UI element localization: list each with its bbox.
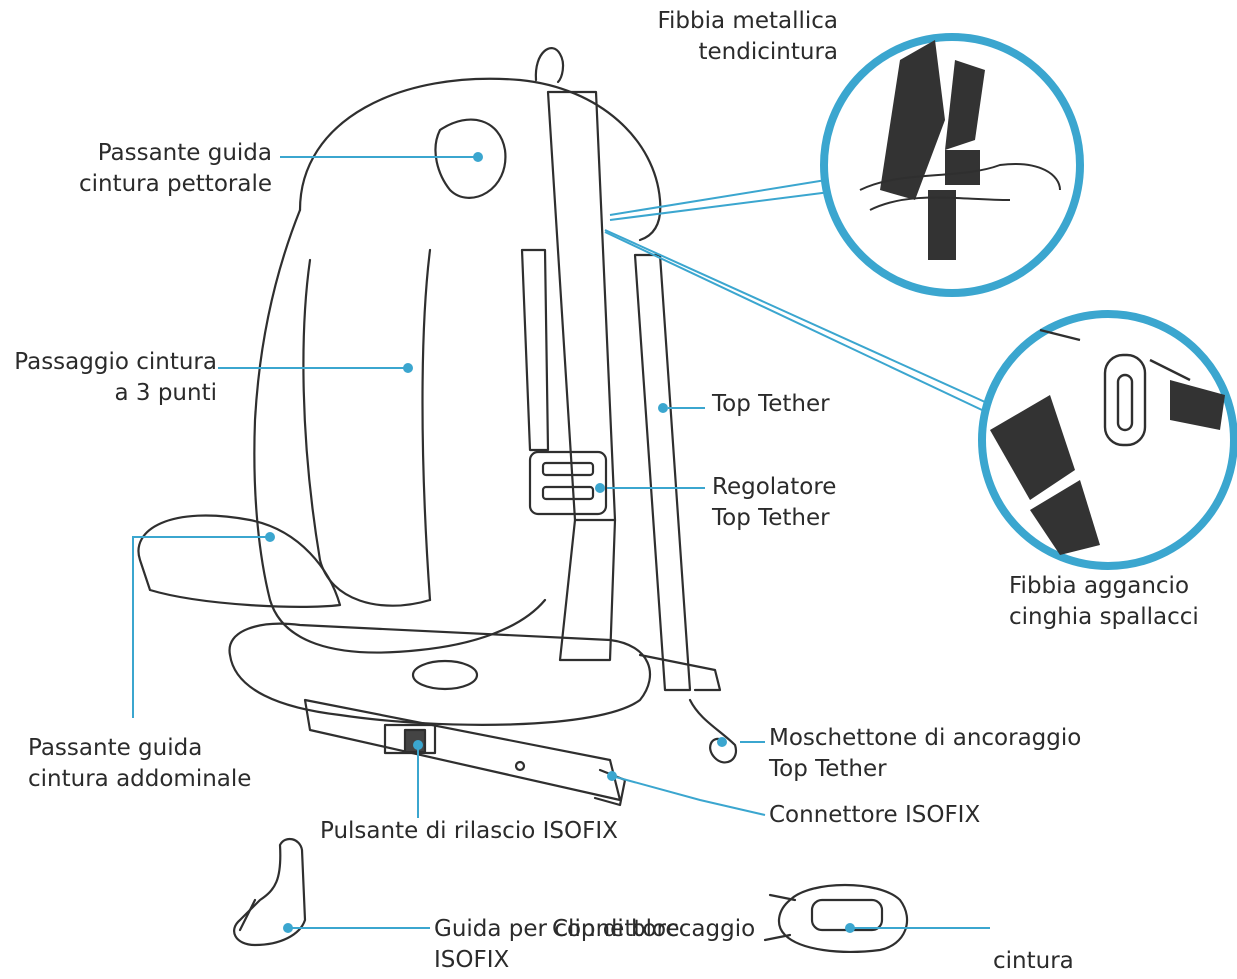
regulator-buckle (528, 450, 608, 516)
label-fibbia-metallica: Fibbia metallica tendicintura (657, 8, 838, 65)
label-regolatore: Regolatore Top Tether (712, 474, 837, 531)
dot-lap-guide (265, 532, 275, 542)
label-top-tether: Top Tether (712, 391, 830, 417)
seat-headrest (298, 77, 662, 242)
detail-circle-metal-buckle (820, 33, 1084, 297)
seat-side-wing (434, 118, 507, 199)
seat-top-handle (534, 47, 565, 84)
top-tether-strap (633, 253, 692, 692)
label-fibbia-aggancio: Fibbia aggancio cinghia spallacci (1009, 573, 1199, 630)
dot-connector (607, 771, 617, 781)
isofix-guide (233, 837, 307, 947)
tether-hook (688, 698, 738, 764)
dot-regulator (595, 483, 605, 493)
isofix-rail (303, 698, 622, 802)
seat-base (228, 622, 652, 726)
dot-button (413, 740, 423, 750)
dot-chest-guide (473, 152, 483, 162)
label-connettore: Connettore ISOFIX (769, 802, 981, 828)
label-passante-pettorale: Passante guida cintura pettorale (78, 140, 272, 197)
label-guida: Guida per connettore ISOFIX (434, 916, 680, 973)
dot-hook (717, 737, 727, 747)
seat-side-cushion (137, 514, 342, 608)
label-cintura: cintura (993, 948, 1074, 974)
label-passante-addominale: Passante guida cintura addominale (28, 735, 252, 792)
dot-3point (403, 363, 413, 373)
seat-backrest (253, 208, 547, 654)
dot-guide (283, 923, 293, 933)
label-clip: Clip di bloccaggio (552, 916, 756, 942)
label-moschettone: Moschettone di ancoraggio Top Tether (769, 725, 1082, 782)
dot-clip (845, 923, 855, 933)
locking-clip (777, 883, 909, 953)
label-passaggio-3punti: Passaggio cintura a 3 punti (14, 349, 217, 406)
label-pulsante: Pulsante di rilascio ISOFIX (320, 818, 618, 844)
dot-top-tether (658, 403, 668, 413)
detail-circle-harness-buckle (978, 310, 1237, 570)
